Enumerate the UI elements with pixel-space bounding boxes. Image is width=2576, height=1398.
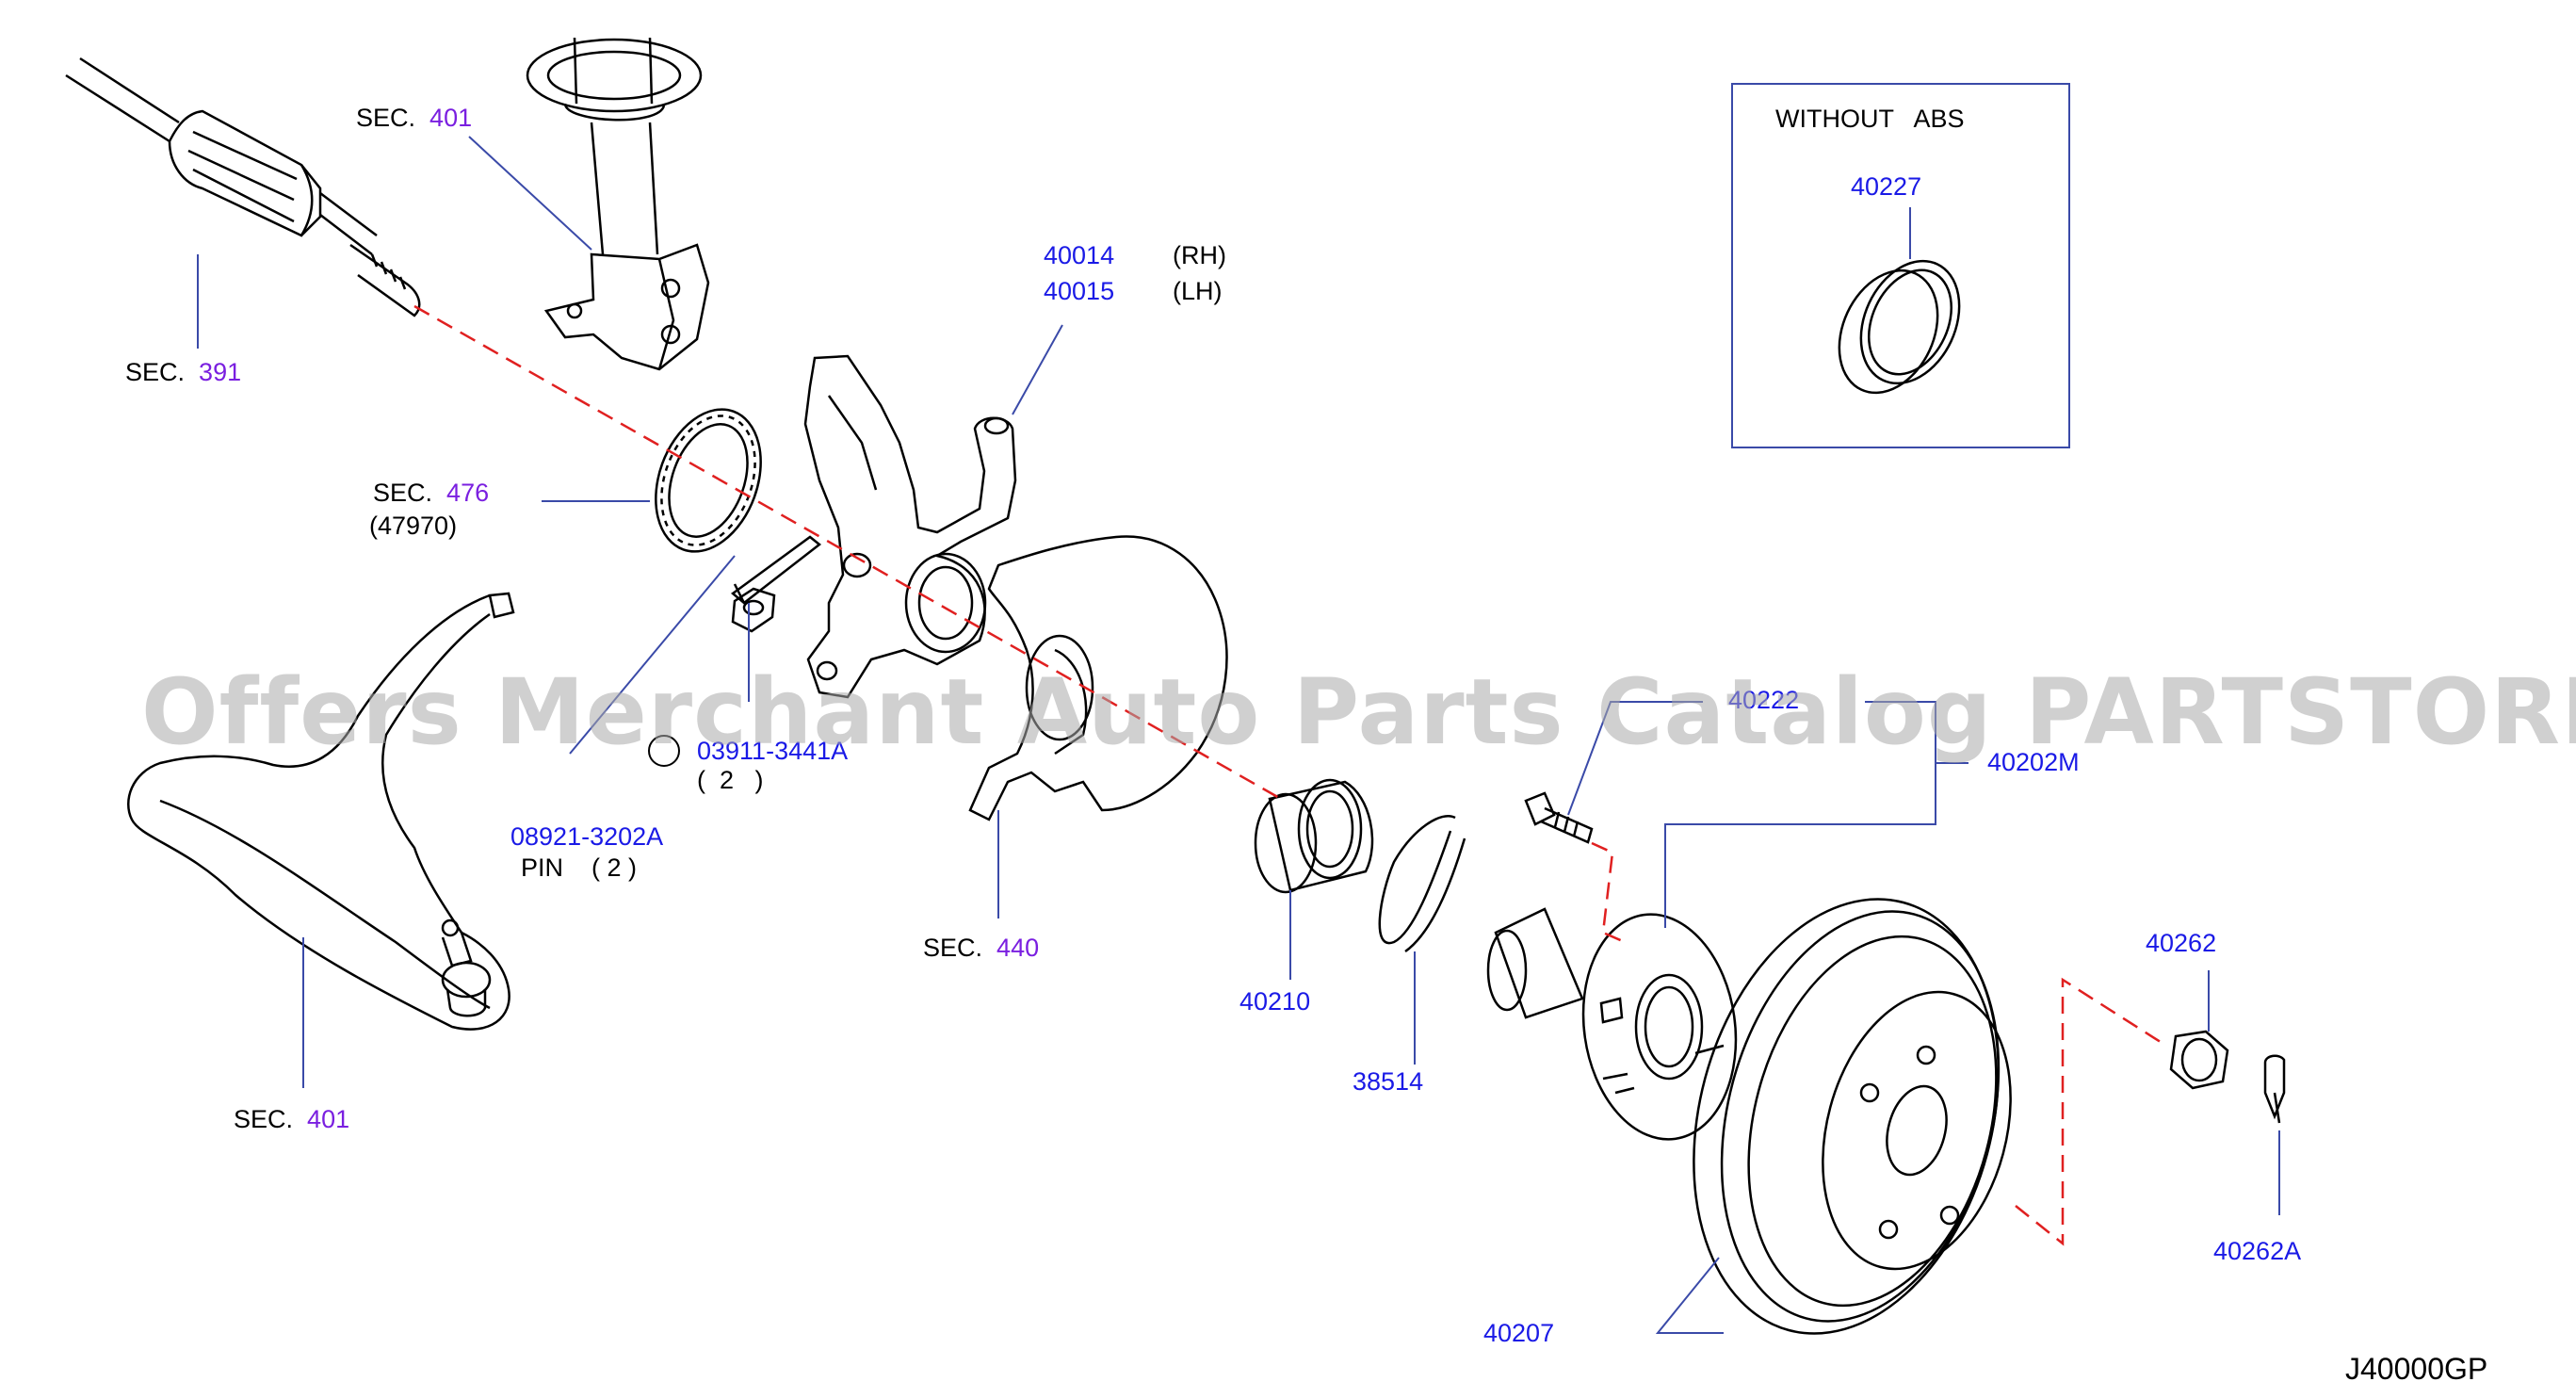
sec-476-subpart: (47970): [369, 512, 458, 540]
sec-391-label[interactable]: SEC. 391: [125, 360, 241, 385]
sec-prefix: SEC.: [125, 358, 186, 386]
hub-nut: [2169, 1030, 2229, 1090]
sec-401-bottom-label[interactable]: SEC. 401: [234, 1107, 349, 1132]
sec-number: 476: [446, 479, 490, 507]
part-03911-3441a-label[interactable]: 03911-3441A: [697, 737, 849, 765]
strut-assembly: [526, 37, 710, 371]
sec-prefix: SEC.: [356, 104, 416, 132]
lower-control-arm: [127, 592, 515, 1031]
grease-cap: [1838, 259, 1961, 395]
part-40202m-label[interactable]: 40202M: [1987, 748, 2080, 776]
new-part-symbol-icon: [648, 735, 680, 767]
steering-knuckle: [803, 354, 1017, 699]
center-axis-line: [413, 304, 2167, 1246]
part-40227-label[interactable]: 40227: [1851, 172, 1922, 201]
part-40222-label[interactable]: 40222: [1728, 686, 1800, 714]
cotter-pin: [2263, 1054, 2286, 1124]
part-40014-label[interactable]: 40014: [1044, 241, 1115, 269]
nut-quantity: ( 2 ): [697, 766, 764, 794]
sec-number: 401: [429, 104, 473, 132]
lh-side-label: (LH): [1173, 277, 1223, 305]
knuckle-nut-and-pin: [730, 535, 822, 633]
wheel-hub: [1486, 907, 1738, 1141]
watermark-text: Offers Merchant Auto Parts Catalog PARTS…: [141, 659, 2576, 765]
part-40262-label[interactable]: 40262: [2146, 929, 2217, 957]
part-38514-label[interactable]: 38514: [1353, 1067, 1424, 1096]
part-40262a-label[interactable]: 40262A: [2213, 1237, 2302, 1265]
part-40207-label[interactable]: 40207: [1483, 1319, 1555, 1347]
sec-476-label[interactable]: SEC. 476: [373, 480, 489, 506]
figure-code: J40000GP: [2345, 1352, 2488, 1386]
sec-401-top-label[interactable]: SEC. 401: [356, 106, 472, 131]
sec-number: 440: [996, 934, 1040, 962]
leader-lines: [197, 136, 2280, 1334]
sec-number: 391: [199, 358, 242, 386]
snap-ring: [1378, 815, 1466, 953]
sec-prefix: SEC.: [234, 1105, 294, 1133]
without-abs-title[interactable]: WITHOUT ABS: [1775, 105, 1965, 133]
sec-prefix: SEC.: [923, 934, 983, 962]
hub-bolt: [1524, 791, 1594, 844]
part-40015-label[interactable]: 40015: [1044, 277, 1115, 305]
without-abs-box: [1731, 83, 2070, 448]
rh-side-label: (RH): [1173, 241, 1226, 269]
drive-shaft: [65, 57, 421, 317]
part-08921-3202a-label[interactable]: 08921-3202A: [510, 822, 664, 851]
brake-rotor: [1693, 898, 2012, 1335]
wheel-bearing: [1254, 778, 1374, 894]
pin-quantity: PIN ( 2 ): [521, 853, 638, 882]
abs-sensor-ring: [655, 408, 762, 553]
sec-prefix: SEC.: [373, 479, 433, 507]
sec-440-label[interactable]: SEC. 440: [923, 935, 1039, 961]
sec-number: 401: [307, 1105, 350, 1133]
part-40210-label[interactable]: 40210: [1239, 987, 1311, 1016]
